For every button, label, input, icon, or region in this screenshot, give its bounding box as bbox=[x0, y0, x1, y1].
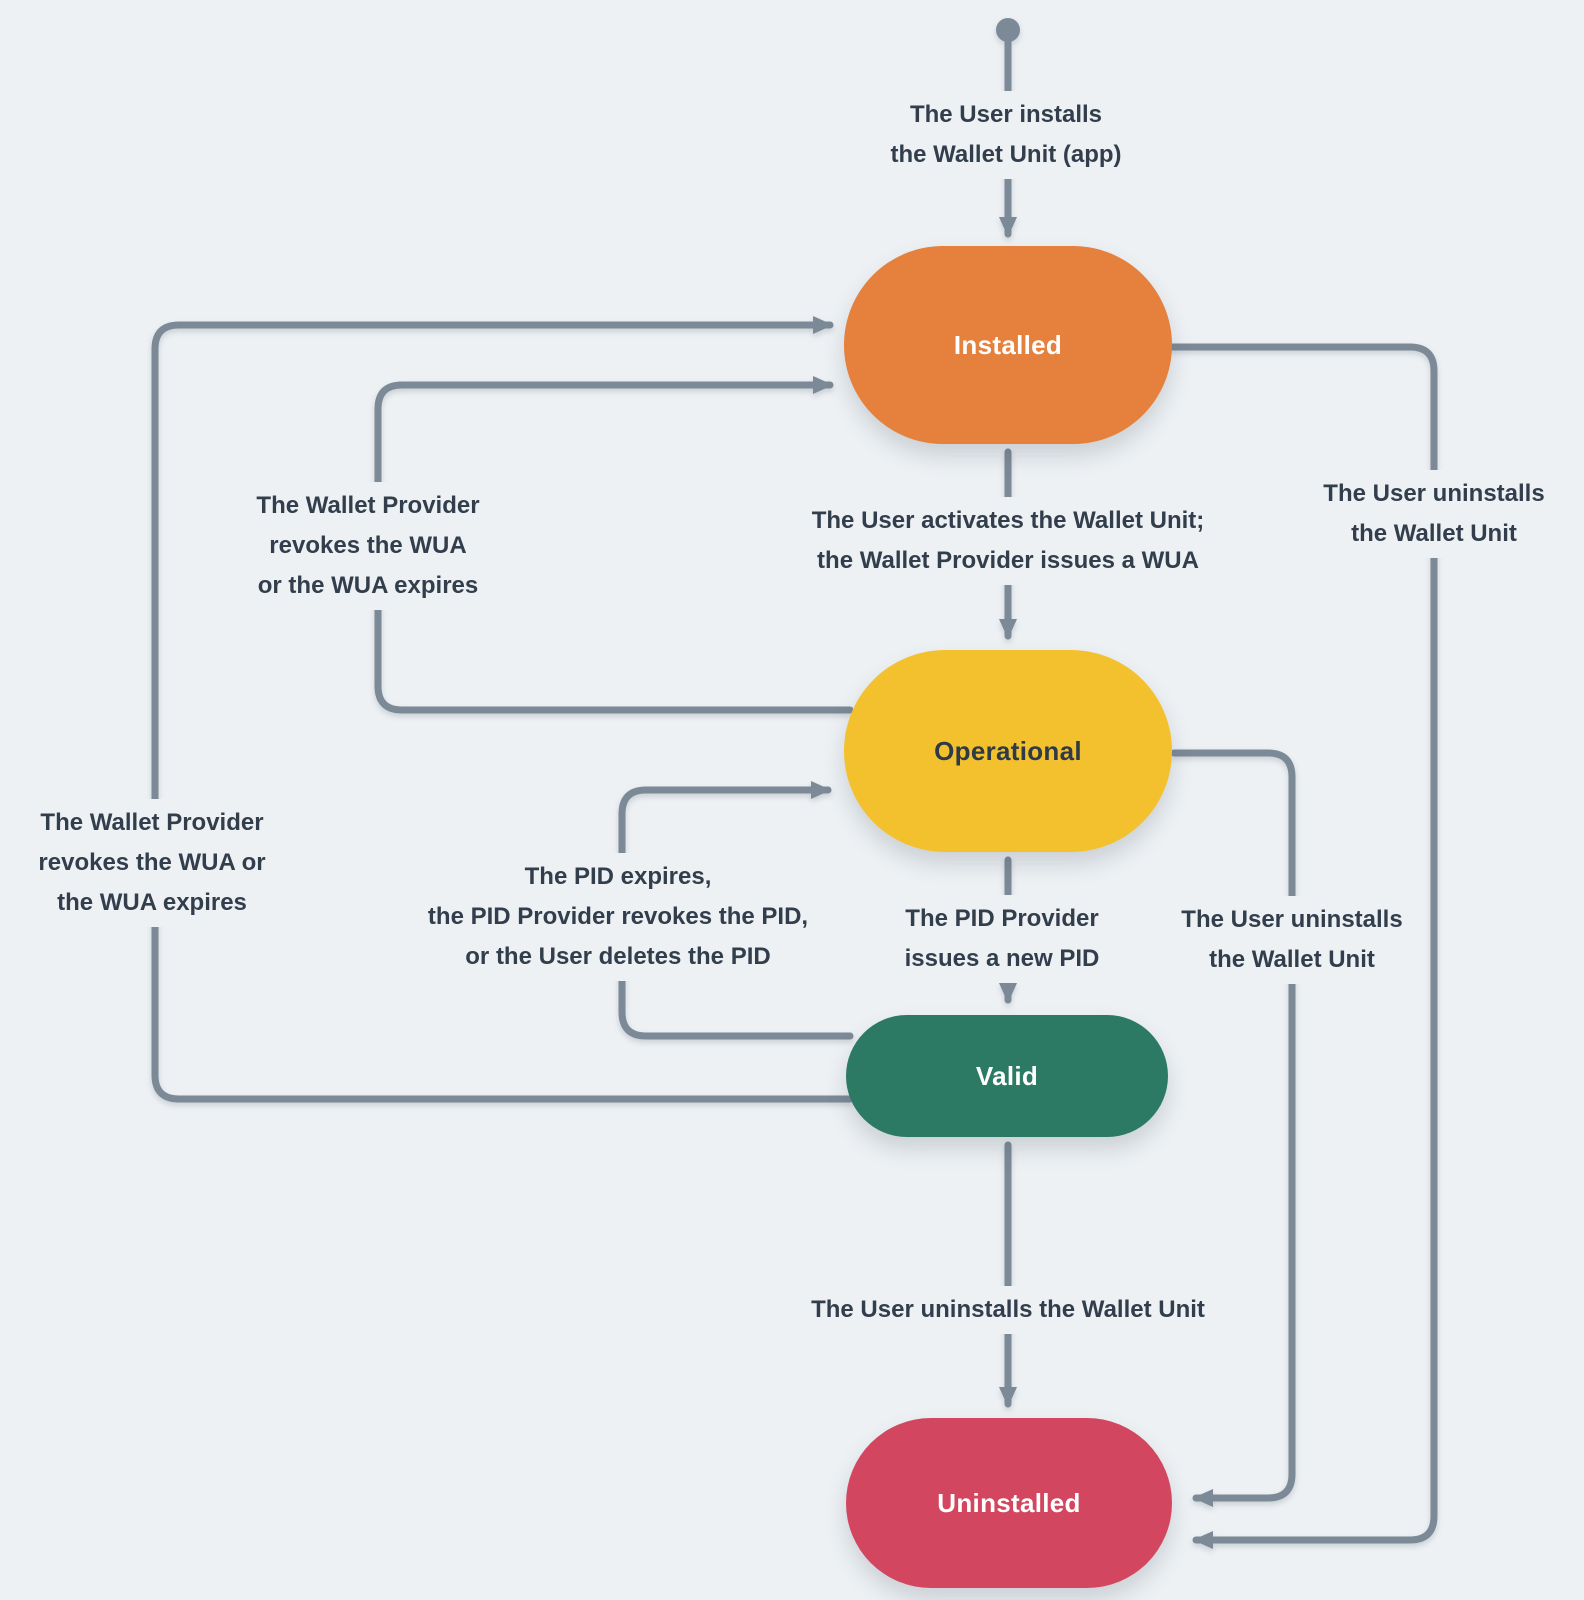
state-valid-label: Valid bbox=[975, 1060, 1039, 1091]
edge-installed-to-uninstalled bbox=[1168, 343, 1438, 1549]
state-valid: Valid bbox=[846, 1015, 1168, 1137]
state-uninstalled-label: Uninstalled bbox=[937, 1487, 1081, 1518]
state-operational-label: Operational bbox=[934, 735, 1082, 766]
initial-state-dot bbox=[996, 18, 1020, 42]
edge-valid-to-installed bbox=[151, 316, 854, 1103]
edge-label-uninstall-from-operational: The User uninstalls the Wallet Unit bbox=[1167, 896, 1417, 984]
edge-label-uninstall-from-installed: The User uninstalls the Wallet Unit bbox=[1309, 470, 1559, 558]
state-installed: Installed bbox=[844, 246, 1172, 444]
edge-label-wua-revoked-left: The Wallet Provider revokes the WUA or t… bbox=[24, 799, 280, 927]
edge-label-uninstall-from-valid: The User uninstalls the Wallet Unit bbox=[797, 1286, 1219, 1334]
edge-label-pid-issued: The PID Provider issues a new PID bbox=[890, 895, 1114, 983]
edge-label-user-installs: The User installs the Wallet Unit (app) bbox=[876, 91, 1136, 179]
edge-label-user-activates: The User activates the Wallet Unit; the … bbox=[797, 497, 1219, 585]
state-operational: Operational bbox=[844, 650, 1172, 852]
state-uninstalled: Uninstalled bbox=[846, 1418, 1172, 1588]
edge-label-pid-expires: The PID expires, the PID Provider revoke… bbox=[413, 853, 823, 981]
state-installed-label: Installed bbox=[953, 329, 1063, 360]
edge-operational-to-uninstalled bbox=[1170, 749, 1296, 1507]
edge-label-wua-revoked: The Wallet Provider revokes the WUA or t… bbox=[242, 482, 494, 610]
